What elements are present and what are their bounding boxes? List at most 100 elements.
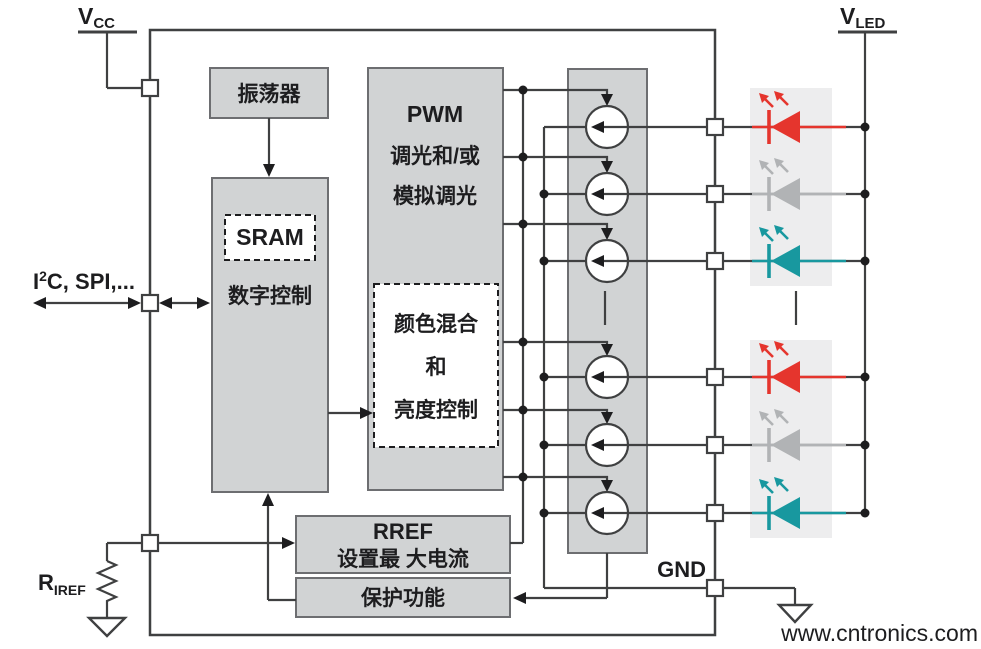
riref-pin bbox=[140, 533, 160, 553]
channel-pin bbox=[705, 117, 725, 137]
current-source-column-box bbox=[567, 68, 648, 554]
channel-pin bbox=[705, 367, 725, 387]
riref-label: RIREF bbox=[38, 570, 86, 598]
led-triangle bbox=[771, 178, 800, 210]
led-teal-icon bbox=[752, 225, 846, 278]
osc-to-digital-arrow-icon bbox=[263, 164, 275, 177]
protection-to-digital-arrow-icon bbox=[262, 493, 274, 506]
vled-bus-junction-dot bbox=[860, 372, 870, 382]
color-mixing-box bbox=[373, 283, 499, 448]
channel-pin bbox=[705, 184, 725, 204]
channel-row bbox=[503, 219, 870, 284]
led-emission-arrow-tail bbox=[779, 414, 789, 424]
pin-arrow-left-icon bbox=[159, 297, 172, 309]
riref-to-rref-arrow-icon bbox=[282, 537, 295, 549]
sram-box bbox=[224, 214, 316, 261]
rref-title: RREF bbox=[373, 519, 433, 544]
ground-symbol-riref-icon bbox=[86, 616, 128, 638]
pwm-title: PWM bbox=[407, 101, 463, 127]
i2c-arrow-left-icon bbox=[33, 297, 46, 309]
led-emission-arrow-tail bbox=[779, 230, 789, 240]
channel-pin bbox=[705, 503, 725, 523]
control-arrow-icon bbox=[601, 412, 613, 424]
control-bus-junction-dot bbox=[518, 405, 528, 415]
vled-label: VLED bbox=[840, 3, 886, 32]
vcc-label: VCC bbox=[78, 3, 115, 32]
vled-bus-junction-dot bbox=[860, 122, 870, 132]
current-source-arrow-icon bbox=[591, 371, 604, 383]
led-triangle bbox=[771, 111, 800, 143]
interface-label: I2C, SPI,... bbox=[33, 268, 135, 294]
mix-line1: 颜色混合 bbox=[394, 312, 479, 336]
channel-pin bbox=[705, 435, 725, 455]
oscillator-label: 振荡器 bbox=[238, 83, 302, 106]
digital-control-label: 数字控制 bbox=[228, 284, 312, 308]
current-source-arrow-icon bbox=[591, 507, 604, 519]
control-arrow-icon bbox=[601, 228, 613, 240]
channel-pin bbox=[705, 251, 725, 271]
led-emission-arrow-icon bbox=[759, 93, 769, 103]
protection-label: 保护功能 bbox=[360, 586, 445, 610]
led-emission-arrow-tail bbox=[779, 96, 789, 106]
mix-line2: 和 bbox=[426, 356, 447, 379]
led-emission-arrow-icon bbox=[774, 158, 784, 168]
chip-boundary-box bbox=[148, 28, 717, 637]
gnd-pin bbox=[705, 578, 725, 598]
return-bus-junction-dot bbox=[539, 256, 549, 266]
channel-row bbox=[503, 152, 870, 217]
vled-bus-junction-dot bbox=[860, 189, 870, 199]
led-emission-arrow-tail bbox=[764, 98, 774, 108]
static-wires bbox=[44, 30, 897, 618]
protection-box bbox=[295, 577, 511, 618]
led-emission-arrow-tail bbox=[764, 232, 774, 242]
led-emission-arrow-icon bbox=[759, 411, 769, 421]
watermark: www.cntronics.com bbox=[780, 620, 978, 646]
led-triangle bbox=[771, 429, 800, 461]
led-emission-arrow-tail bbox=[779, 482, 789, 492]
control-arrow-icon bbox=[601, 94, 613, 106]
control-bus-junction-dot bbox=[518, 472, 528, 482]
pwm-line2: 调光和/或 bbox=[390, 144, 480, 168]
led-emission-arrow-icon bbox=[759, 479, 769, 489]
pwm-line3: 模拟调光 bbox=[393, 184, 477, 208]
sram-label: SRAM bbox=[236, 224, 304, 250]
digital-to-mix-arrow-icon bbox=[360, 407, 373, 419]
channel-rows bbox=[503, 85, 870, 536]
led-emission-arrow-tail bbox=[779, 346, 789, 356]
led-emission-arrow-tail bbox=[764, 165, 774, 175]
led-red-icon bbox=[752, 91, 846, 144]
control-bus-junction-dot bbox=[518, 219, 528, 229]
led-gray-icon bbox=[752, 158, 846, 211]
i2c-pin bbox=[140, 293, 160, 313]
return-bus-junction-dot bbox=[539, 189, 549, 199]
led-emission-arrow-icon bbox=[774, 225, 784, 235]
led-emission-arrow-icon bbox=[774, 477, 784, 487]
i2c-arrow-right-icon bbox=[128, 297, 141, 309]
vled-bus-junction-dot bbox=[860, 440, 870, 450]
control-arrow-icon bbox=[601, 480, 613, 492]
led-emission-arrow-icon bbox=[759, 343, 769, 353]
led-emission-arrow-tail bbox=[779, 163, 789, 173]
led-emission-arrow-icon bbox=[759, 160, 769, 170]
led-emission-arrow-icon bbox=[774, 409, 784, 419]
static-arrowheads bbox=[33, 164, 526, 604]
led-emission-arrow-icon bbox=[759, 227, 769, 237]
gnd-label: GND bbox=[657, 557, 706, 582]
channel-row bbox=[503, 85, 870, 150]
led-emission-arrow-icon bbox=[774, 341, 784, 351]
current-source-arrow-icon bbox=[591, 121, 604, 133]
control-arrow-icon bbox=[601, 161, 613, 173]
column-to-protection-arrow-icon bbox=[513, 592, 526, 604]
ground-symbol-gnd-icon bbox=[776, 603, 814, 624]
led-red-icon bbox=[752, 341, 846, 394]
led-emission-arrow-tail bbox=[764, 416, 774, 426]
riref-resistor-icon bbox=[95, 559, 119, 618]
return-bus-junction-dot bbox=[539, 508, 549, 518]
led-emission-arrow-tail bbox=[764, 484, 774, 494]
led-gray-icon bbox=[752, 409, 846, 462]
vled-bus-junction-dot bbox=[860, 256, 870, 266]
vcc-pin bbox=[140, 78, 160, 98]
control-bus-junction-dot bbox=[518, 85, 528, 95]
current-source-arrow-icon bbox=[591, 439, 604, 451]
